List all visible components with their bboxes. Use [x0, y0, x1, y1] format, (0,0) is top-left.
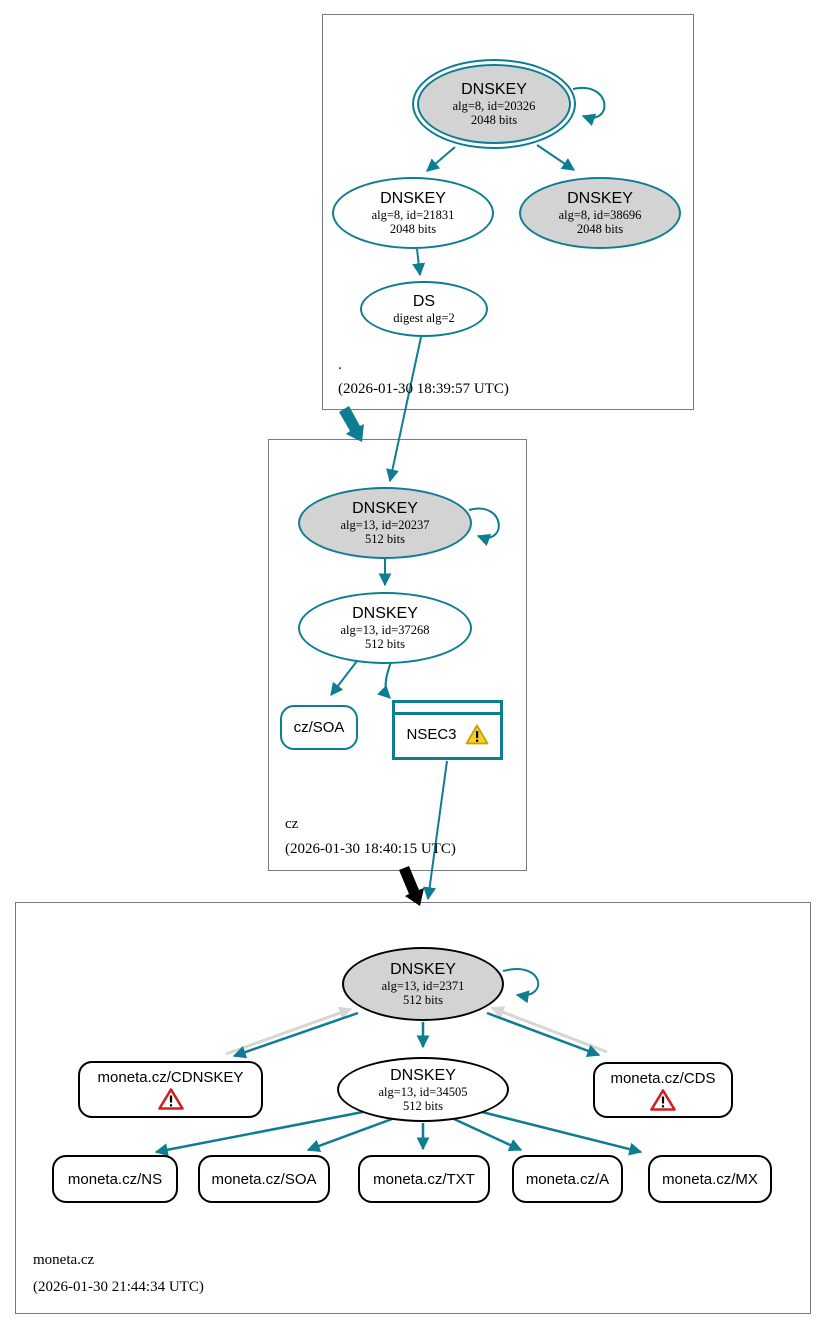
node-title: DNSKEY [352, 605, 418, 622]
node-moneta-cdnskey[interactable]: moneta.cz/CDNSKEY [78, 1061, 263, 1118]
node-root-zsk-dnskey[interactable]: DNSKEY alg=8, id=21831 2048 bits [332, 177, 494, 249]
node-title: DNSKEY [567, 190, 633, 207]
rrset-label: moneta.cz/CDS [610, 1070, 716, 1087]
node-bits: 512 bits [365, 637, 405, 651]
node-moneta-zsk-dnskey[interactable]: DNSKEY alg=13, id=34505 512 bits [337, 1057, 509, 1122]
rrset-label: moneta.cz/SOA [211, 1170, 317, 1188]
node-bits: 512 bits [365, 532, 405, 546]
rrset-label: moneta.cz/MX [662, 1170, 758, 1188]
node-meta: digest alg=2 [393, 311, 455, 325]
secure-delegation-arrow [339, 406, 364, 442]
insecure-delegation-arrow [399, 866, 424, 906]
rrset-label: moneta.cz/TXT [373, 1170, 475, 1188]
node-root-dnskey-38696[interactable]: DNSKEY alg=8, id=38696 2048 bits [519, 177, 681, 249]
node-meta: alg=8, id=21831 [371, 208, 455, 222]
node-title: DNSKEY [461, 81, 527, 98]
rrset-label: cz/SOA [293, 719, 345, 736]
node-moneta-ns[interactable]: moneta.cz/NS [52, 1155, 178, 1203]
zone-timestamp-cz: (2026-01-30 18:40:15 UTC) [285, 841, 456, 857]
node-meta: alg=13, id=2371 [381, 979, 465, 993]
node-root-ksk-dnskey[interactable]: DNSKEY alg=8, id=20326 2048 bits [412, 59, 576, 149]
node-cz-zsk-dnskey[interactable]: DNSKEY alg=13, id=37268 512 bits [298, 592, 472, 664]
zone-label-cz: cz [285, 816, 299, 832]
node-root-ds[interactable]: DS digest alg=2 [360, 281, 488, 337]
node-title: DNSKEY [390, 1066, 456, 1084]
zone-label-moneta: moneta.cz [33, 1252, 95, 1268]
node-cz-soa[interactable]: cz/SOA [280, 705, 358, 750]
node-meta: alg=13, id=34505 [378, 1084, 468, 1099]
node-title: DNSKEY [390, 961, 456, 978]
node-moneta-a[interactable]: moneta.cz/A [512, 1155, 623, 1203]
node-bits: 512 bits [403, 1098, 443, 1113]
node-meta: alg=13, id=37268 [340, 623, 430, 637]
zone-timestamp-root: (2026-01-30 18:39:57 UTC) [338, 381, 509, 397]
node-cz-nsec3[interactable]: NSEC3 [392, 700, 503, 760]
node-meta: alg=13, id=20237 [340, 518, 430, 532]
node-bits: 2048 bits [470, 113, 518, 127]
zone-timestamp-moneta: (2026-01-30 21:44:34 UTC) [33, 1279, 204, 1295]
node-moneta-txt[interactable]: moneta.cz/TXT [358, 1155, 490, 1203]
error-icon [650, 1089, 676, 1111]
rrset-label: moneta.cz/A [525, 1170, 610, 1188]
nsec3-stack-strip [395, 703, 500, 715]
rrset-label: NSEC3 [406, 726, 457, 743]
node-bits: 512 bits [403, 993, 443, 1007]
node-moneta-ksk-dnskey[interactable]: DNSKEY alg=13, id=2371 512 bits [342, 947, 504, 1021]
node-title: DNSKEY [380, 190, 446, 207]
rrset-label: moneta.cz/NS [67, 1170, 163, 1188]
zone-label-root: . [338, 357, 342, 373]
node-bits: 2048 bits [389, 222, 437, 236]
node-title: DNSKEY [352, 500, 418, 517]
node-moneta-soa[interactable]: moneta.cz/SOA [198, 1155, 330, 1203]
node-moneta-mx[interactable]: moneta.cz/MX [648, 1155, 772, 1203]
node-bits: 2048 bits [576, 222, 624, 236]
node-meta: alg=8, id=38696 [558, 208, 642, 222]
node-moneta-cds[interactable]: moneta.cz/CDS [593, 1062, 733, 1118]
zone-box-root [322, 14, 694, 410]
error-icon [157, 1088, 184, 1110]
node-meta: alg=8, id=20326 [452, 99, 536, 113]
node-title: DS [412, 293, 436, 310]
rrset-label: moneta.cz/CDNSKEY [97, 1069, 244, 1086]
node-cz-ksk-dnskey[interactable]: DNSKEY alg=13, id=20237 512 bits [298, 487, 472, 559]
node-root-ksk-dnskey-inner: DNSKEY alg=8, id=20326 2048 bits [417, 64, 571, 144]
warning-icon [465, 724, 489, 745]
